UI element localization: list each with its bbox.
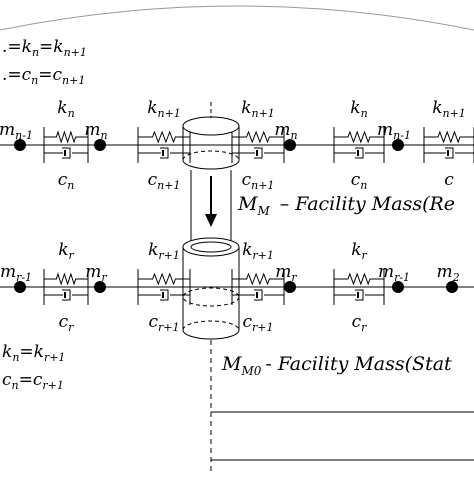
spring-label-3: kn (350, 98, 367, 120)
damper-label-3: cn (351, 170, 368, 192)
damper-3-cup (355, 147, 364, 159)
moving-facility-cylinder (182, 116, 240, 170)
spring-2 (231, 269, 285, 286)
damper-1-cup (160, 147, 169, 159)
mass-label-2: mr (275, 262, 297, 284)
damper-label-1: cn+1 (148, 170, 181, 192)
damper-2-cup (254, 289, 263, 301)
damper-3-cup (355, 289, 364, 301)
spring-4 (423, 127, 474, 144)
static-mass-label: MM0- Facility Mass(Stat (221, 353, 452, 378)
static-facility-cylinder (182, 237, 240, 340)
damper-label-1: cr+1 (148, 312, 179, 334)
mass-node-0 (14, 139, 26, 151)
mass-label-2: mn (274, 120, 297, 142)
static-cylinder-top-inner (190, 241, 232, 253)
spring-1 (137, 269, 191, 286)
top-outline-arc (0, 5, 474, 31)
mass-label-3: mn-1 (377, 120, 411, 142)
mass-node-1 (94, 139, 106, 151)
damper-label-3: cr (352, 312, 368, 334)
spring-3 (333, 127, 385, 144)
equation-c-bottom: cn=cr+1 (2, 370, 64, 392)
mass-label-0: mr-1 (0, 262, 32, 284)
spring-0 (43, 269, 89, 286)
damper-label-0: cr (59, 312, 75, 334)
chain-top: kn cn kn+1 cn+1 kn+1 cn+1 kn cn kn+1 c mn-1 mn mn mn-… (0, 98, 474, 192)
mass-node-2 (284, 281, 296, 293)
mass-label-1: mn (84, 120, 107, 142)
spring-label-4: kn+1 (432, 98, 466, 120)
equation-k-bottom: kn=kr+1 (2, 342, 65, 364)
spring-1 (137, 127, 191, 144)
spring-label-0: kr (58, 240, 74, 262)
mass-node-3 (392, 281, 404, 293)
spring-3 (333, 269, 385, 286)
spring-label-0: kn (57, 98, 74, 120)
spring-label-2: kr+1 (242, 240, 274, 262)
motion-arrow-head (205, 214, 217, 227)
damper-1-cup (160, 289, 169, 301)
mass-node-1 (94, 281, 106, 293)
mass-label-4: m2 (436, 262, 459, 284)
damper-0-cup (62, 147, 71, 159)
mass-label-1: mr (85, 262, 107, 284)
equation-k-top: .=kn=kn+1 (2, 37, 87, 59)
damper-label-2: cr+1 (242, 312, 273, 334)
spring-0 (43, 127, 89, 144)
damper-label-0: cn (58, 170, 75, 192)
cylinder-top-ellipse (182, 116, 240, 136)
spring-label-1: kn+1 (147, 98, 181, 120)
damper-label-4: c (444, 170, 454, 190)
static-cylinder-bottom-back (182, 320, 240, 331)
damper-2-cup (254, 147, 263, 159)
cylinder-bottom-front (182, 159, 240, 170)
static-cylinder-mid-ring (182, 287, 240, 307)
mass-node-0 (14, 281, 26, 293)
chain-bottom: kr cr kr+1 cr+1 kr+1 cr+1 kr cr mr-1 mr mr mr-1 m2 (0, 240, 474, 334)
damper-label-2: cn+1 (242, 170, 275, 192)
mass-node-3 (392, 139, 404, 151)
cylinder-bottom-back (182, 150, 240, 161)
spring-label-3: kr (351, 240, 367, 262)
static-cylinder-bottom-front (182, 329, 240, 340)
damper-4-cup (445, 147, 454, 159)
mass-label-0: mn-1 (0, 120, 33, 142)
spring-2 (231, 127, 285, 144)
damper-0-cup (62, 289, 71, 301)
equation-c-top: .=cn=cn+1 (2, 65, 85, 87)
mass-node-2 (284, 139, 296, 151)
mass-label-3: mr-1 (378, 262, 410, 284)
moving-mass-label: MM– Facility Mass(Re (237, 193, 455, 218)
spring-label-1: kr+1 (148, 240, 180, 262)
mass-node-4 (446, 281, 458, 293)
spring-label-2: kn+1 (241, 98, 275, 120)
